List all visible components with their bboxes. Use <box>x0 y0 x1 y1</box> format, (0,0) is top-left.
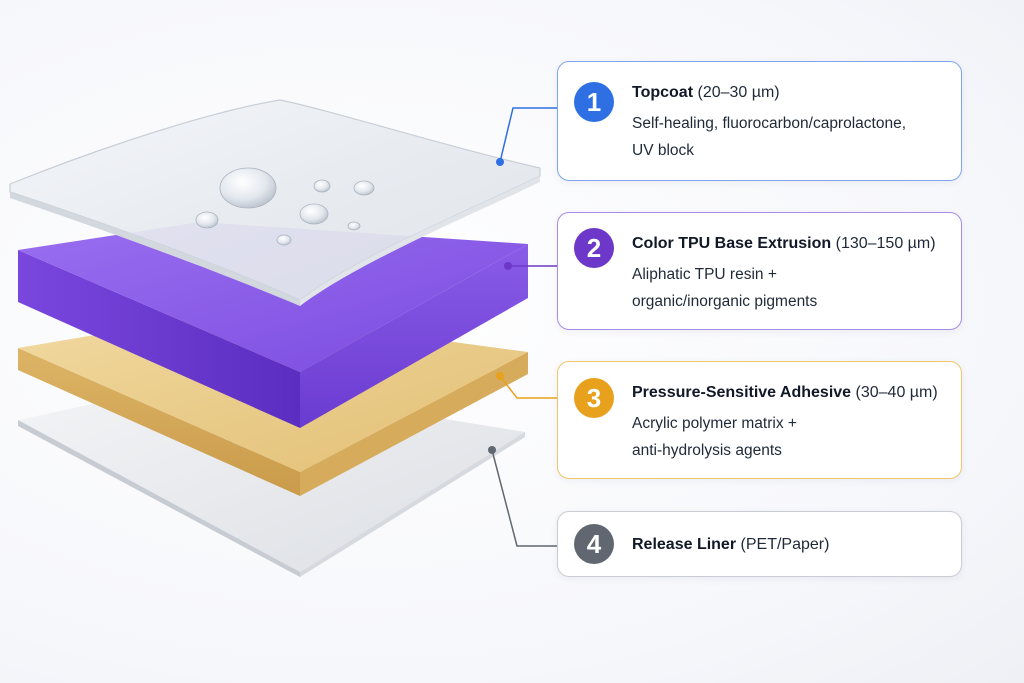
tpu-base-title: Color TPU Base Extrusion (130–150 µm) <box>632 235 936 253</box>
tpu-base-card: 2 Color TPU Base Extrusion (130–150 µm) … <box>557 212 962 330</box>
topcoat-name: Topcoat <box>632 84 694 101</box>
release-liner-card: 4 Release Liner (PET/Paper) <box>557 511 962 577</box>
topcoat-title: Topcoat (20–30 µm) <box>632 84 780 102</box>
tpu-base-description-line-2: organic/inorganic pigments <box>632 293 818 310</box>
leader-line-4 <box>488 446 557 547</box>
leader-line-3 <box>496 372 557 399</box>
leader-line-2 <box>504 262 557 270</box>
leader-line-1 <box>496 107 557 166</box>
tpu-base-description-line-1: Aliphatic TPU resin + <box>632 266 777 283</box>
tpu-base-name: Color TPU Base Extrusion <box>632 235 832 252</box>
release-liner-thickness: (PET/Paper) <box>740 536 830 553</box>
layer-4-badge: 4 <box>574 524 614 564</box>
topcoat-layer <box>9 99 541 306</box>
release-liner-name: Release Liner <box>632 536 737 553</box>
release-liner-title: Release Liner (PET/Paper) <box>632 536 829 554</box>
topcoat-card: 1 Topcoat (20–30 µm) Self-healing, fluor… <box>557 61 962 181</box>
layer-3-badge: 3 <box>574 378 614 418</box>
topcoat-thickness: (20–30 µm) <box>697 84 780 101</box>
adhesive-title: Pressure-Sensitive Adhesive (30–40 µm) <box>632 384 938 402</box>
adhesive-name: Pressure-Sensitive Adhesive <box>632 384 852 401</box>
topcoat-description-line-1: Self-healing, fluorocarbon/caprolactone, <box>632 115 907 132</box>
layer-2-badge: 2 <box>574 228 614 268</box>
adhesive-card: 3 Pressure-Sensitive Adhesive (30–40 µm)… <box>557 361 962 479</box>
adhesive-description-line-1: Acrylic polymer matrix + <box>632 415 797 432</box>
tpu-base-layer <box>18 222 528 428</box>
topcoat-description-line-2: UV block <box>632 142 695 159</box>
layer-1-badge: 1 <box>574 82 614 122</box>
tpu-base-description: Aliphatic TPU resin + organic/inorganic … <box>632 261 817 315</box>
tpu-base-thickness: (130–150 µm) <box>835 235 936 252</box>
adhesive-thickness: (30–40 µm) <box>855 384 938 401</box>
adhesive-description: Acrylic polymer matrix + anti-hydrolysis… <box>632 410 797 464</box>
adhesive-description-line-2: anti-hydrolysis agents <box>632 442 782 459</box>
topcoat-description: Self-healing, fluorocarbon/caprolactone,… <box>632 110 906 164</box>
